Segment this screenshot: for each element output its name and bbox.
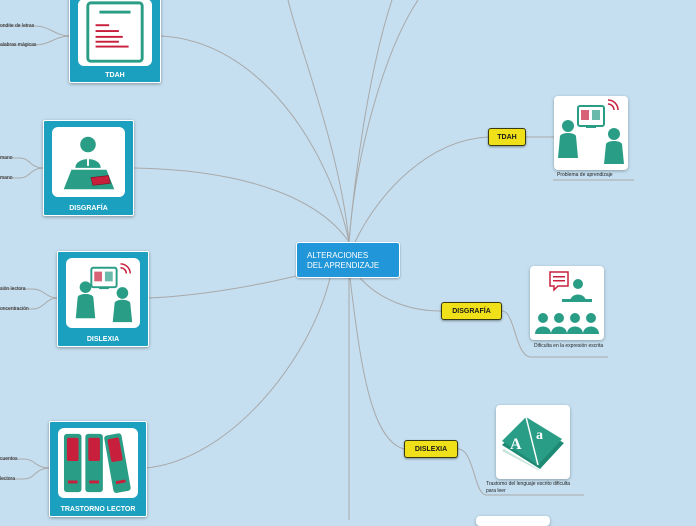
leaf-dislexia-1[interactable]: sión lectora (0, 286, 26, 292)
central-topic[interactable]: ALTERACIONES DEL APRENDIZAJE (296, 242, 400, 278)
note-disgrafia[interactable]: Dificulta en la expresión escrita (534, 343, 606, 350)
note-tdah[interactable]: Problema de aprendizaje (557, 172, 637, 179)
leaf-dislexia-2[interactable]: oncentración (0, 306, 29, 312)
leaf-tdah-2[interactable]: alabras mágicas (0, 42, 36, 48)
note-dislexia[interactable]: Trastorno del lenguaje escrito dificulta… (486, 481, 574, 494)
card-trastorno-lector[interactable]: TRASTORNO LECTOR (49, 421, 147, 517)
card-dislexia-label: DISLEXIA (58, 336, 148, 343)
tag-dislexia[interactable]: DISLEXIA (404, 440, 458, 458)
svg-text:A: A (510, 436, 522, 453)
leaf-disgrafia-2[interactable]: mano (0, 175, 13, 181)
leaf-trastorno-1[interactable]: cuentos (0, 456, 18, 462)
document-list-icon (78, 0, 152, 66)
teacher-desk-icon (52, 127, 125, 197)
card-tdah-label: TDAH (70, 72, 160, 79)
card-tdah[interactable]: TDAH (69, 0, 161, 83)
svg-text:a: a (536, 428, 543, 443)
classroom-icon (530, 266, 604, 340)
presentation-icon (554, 96, 628, 170)
tag-tdah[interactable]: TDAH (488, 128, 526, 146)
open-book-icon: A a (496, 405, 570, 479)
tag-disgrafia[interactable]: DISGRAFÍA (441, 302, 502, 320)
card-disgrafia-label: DISGRAFÍA (44, 205, 133, 212)
central-title-line1: ALTERACIONES (307, 251, 399, 261)
leaf-disgrafia-1[interactable]: mano (0, 155, 13, 161)
binders-icon (58, 428, 138, 498)
card-dislexia[interactable]: DISLEXIA (57, 251, 149, 347)
leaf-trastorno-2[interactable]: lectora (0, 476, 15, 482)
card-trastorno-label: TRASTORNO LECTOR (50, 506, 146, 513)
central-title-line2: DEL APRENDIZAJE (307, 261, 399, 271)
leaf-tdah-1[interactable]: ondite de letras (0, 23, 34, 29)
partial-card-bottom (476, 516, 550, 526)
presentation-icon (66, 258, 140, 328)
card-disgrafia[interactable]: DISGRAFÍA (43, 120, 134, 216)
